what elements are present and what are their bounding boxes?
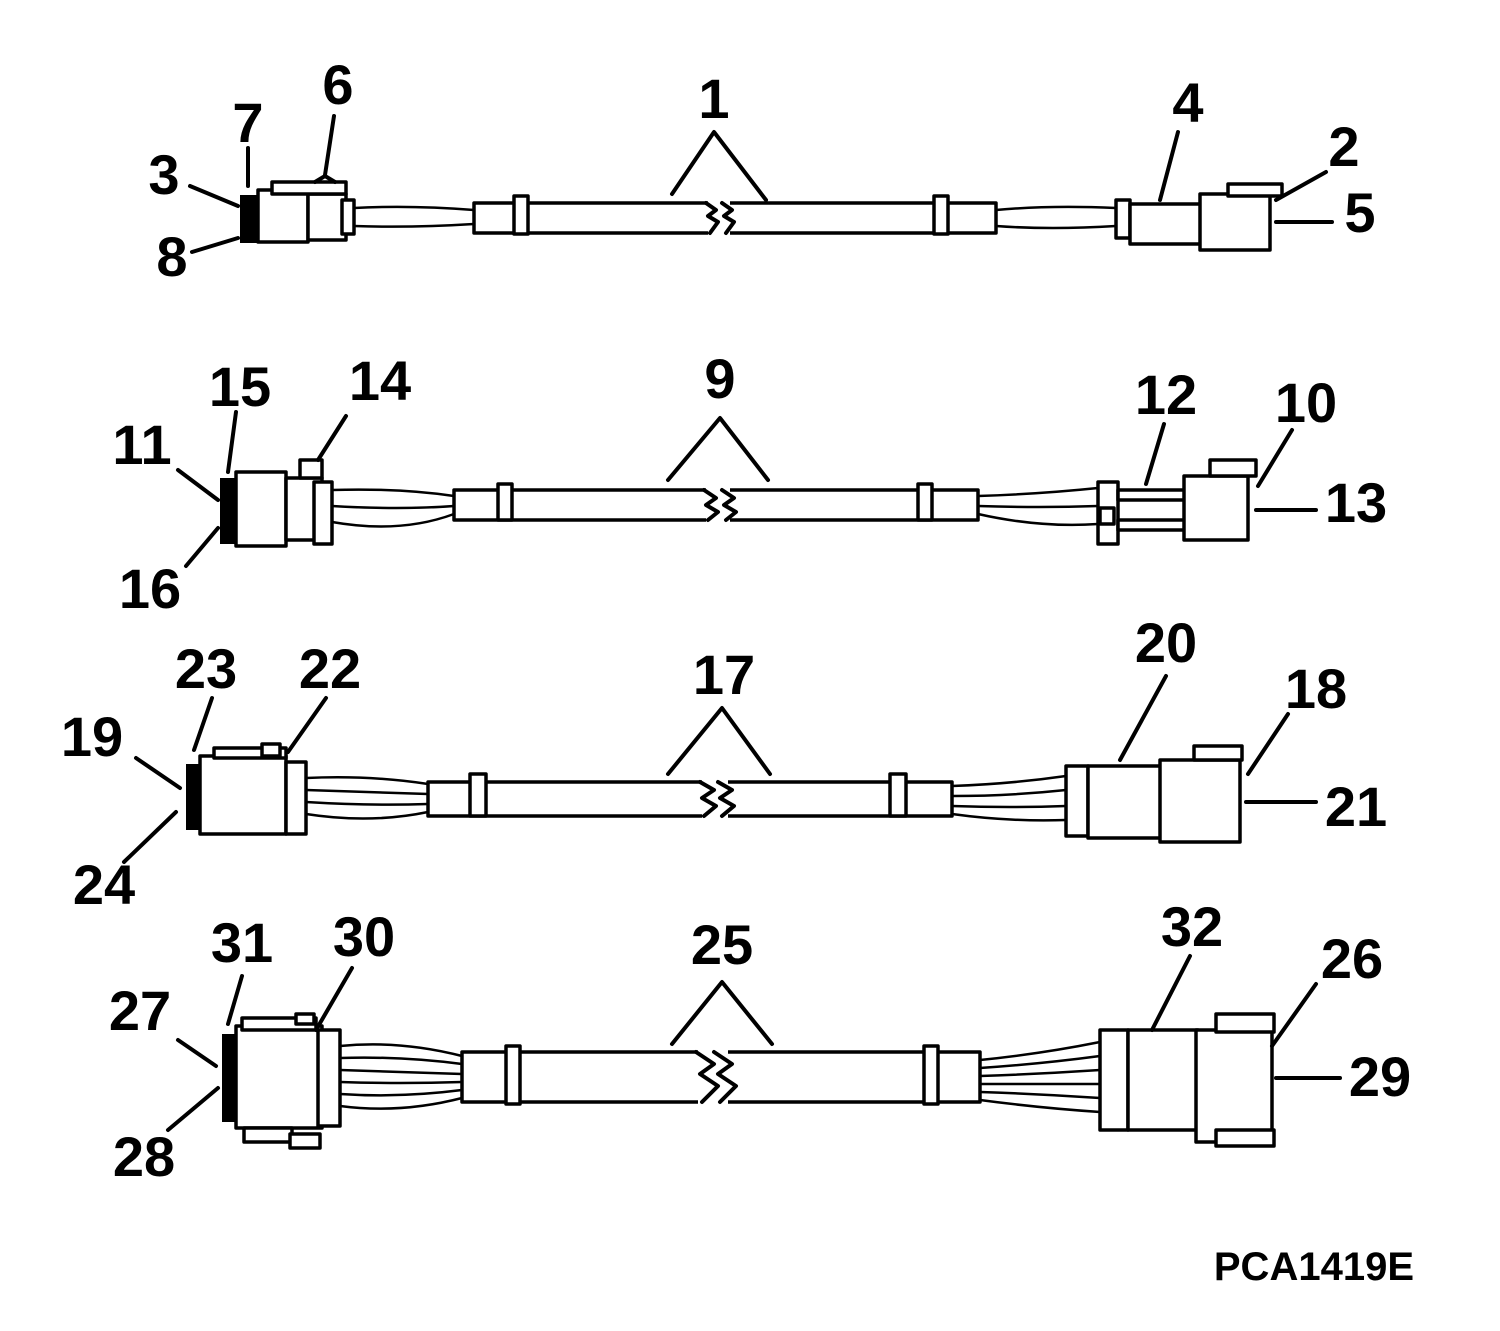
callout-6: 6 — [322, 53, 353, 116]
callout-30: 30 — [333, 905, 395, 968]
harness-4-left-connector — [222, 1012, 342, 1150]
callout-18: 18 — [1285, 657, 1347, 720]
callout-9: 9 — [704, 347, 735, 410]
callout-2: 2 — [1328, 115, 1359, 178]
harness-1 — [240, 174, 1284, 252]
harness-2-sheath — [452, 482, 980, 524]
callout-16: 16 — [119, 557, 181, 620]
callout-28: 28 — [113, 1125, 175, 1188]
callout-15: 15 — [209, 355, 271, 418]
callout-7: 7 — [232, 91, 263, 154]
callout-22: 22 — [299, 637, 361, 700]
harness-3-left-connector — [186, 742, 308, 836]
callout-12: 12 — [1135, 363, 1197, 426]
harness-3-right-connector — [1064, 744, 1244, 844]
harness-4 — [222, 1012, 1276, 1150]
callout-8: 8 — [156, 225, 187, 288]
callout-14: 14 — [349, 349, 411, 412]
callout-3: 3 — [148, 143, 179, 206]
callout-24: 24 — [73, 853, 135, 916]
callout-31: 31 — [211, 911, 273, 974]
harness-2 — [220, 458, 1258, 548]
callout-27: 27 — [109, 979, 171, 1042]
harness-1-right-connector — [1114, 182, 1284, 252]
callout-10: 10 — [1275, 371, 1337, 434]
callout-19: 19 — [61, 705, 123, 768]
harness-2-left-connector — [220, 458, 334, 548]
harness-2-right-connector — [1096, 458, 1258, 546]
callout-20: 20 — [1135, 611, 1197, 674]
callout-26: 26 — [1321, 927, 1383, 990]
callout-17: 17 — [693, 643, 755, 706]
figure-id: PCA1419E — [1214, 1245, 1414, 1289]
callout-29: 29 — [1349, 1045, 1411, 1108]
harness-3 — [186, 742, 1244, 844]
callout-23: 23 — [175, 637, 237, 700]
harness-4-sheath — [460, 1044, 982, 1106]
harness-1-sheath — [472, 194, 998, 236]
harness-4-right-connector — [1098, 1012, 1276, 1148]
callout-5: 5 — [1344, 181, 1375, 244]
callout-labels: 1 6 7 3 8 4 2 5 9 14 15 11 16 12 10 13 1… — [61, 53, 1411, 1188]
callout-25: 25 — [691, 913, 753, 976]
callout-13: 13 — [1325, 471, 1387, 534]
harness-1-left-connector — [240, 174, 356, 244]
leader-lines — [122, 114, 1342, 1132]
callout-4: 4 — [1172, 71, 1203, 134]
harness-3-sheath — [426, 772, 954, 820]
callout-32: 32 — [1161, 895, 1223, 958]
callout-1: 1 — [698, 67, 729, 130]
callout-21: 21 — [1325, 775, 1387, 838]
callout-11: 11 — [112, 413, 171, 476]
